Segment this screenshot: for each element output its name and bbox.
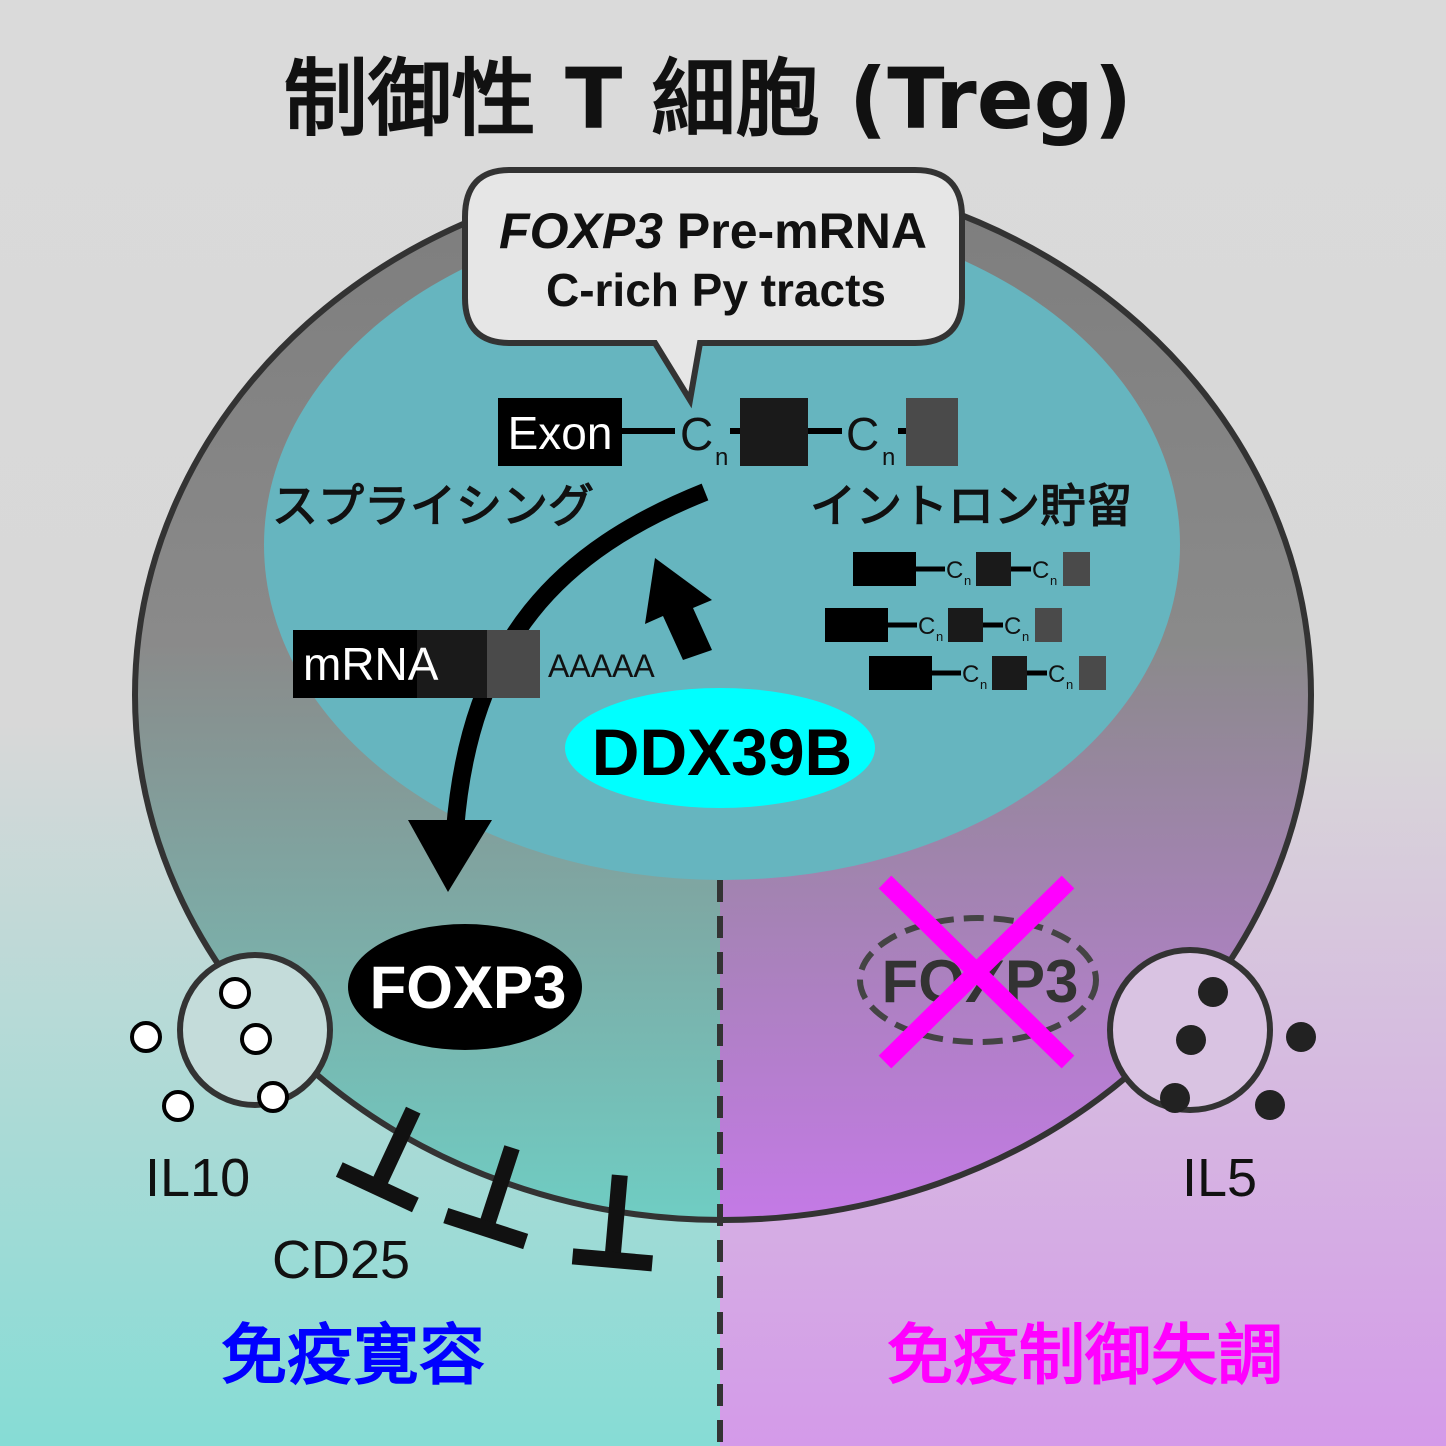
exon-block	[1079, 656, 1106, 690]
polya-tail-label: AAAAA	[548, 648, 655, 684]
c-label: C	[962, 661, 979, 688]
cd25-receptors	[335, 1106, 653, 1272]
exon-block	[992, 656, 1027, 690]
exon-2-block	[740, 398, 808, 466]
n-label: n	[980, 677, 987, 692]
foxp3-label: FOXP3	[370, 954, 567, 1021]
cd25-label: CD25	[272, 1230, 410, 1290]
exon-block	[825, 608, 888, 642]
il10-label: IL10	[145, 1148, 250, 1208]
exon-block	[976, 552, 1011, 586]
exon-block	[869, 656, 932, 690]
speech-bubble: FOXP3 Pre-mRNA C-rich Py tracts	[462, 167, 965, 409]
n-label: n	[1022, 629, 1029, 644]
splicing-arrow	[446, 483, 709, 831]
svg-text:FOXP3 Pre-mRNA: FOXP3 Pre-mRNA	[499, 203, 927, 259]
c-label: C	[1004, 613, 1021, 640]
il10-secreted	[130, 977, 289, 1122]
foxp3-protein	[348, 924, 582, 1050]
intron-retention-label: イントロン貯留	[810, 479, 1132, 533]
immune-tolerance-label: 免疫寛容	[221, 1317, 485, 1394]
n-label: n	[1050, 573, 1057, 588]
c-label: C	[1048, 661, 1065, 688]
c-label: C	[946, 557, 963, 584]
bubble-gene-name: FOXP3	[499, 203, 663, 259]
c-label: C	[1032, 557, 1049, 584]
exon-block	[948, 608, 983, 642]
mrna-label: mRNA	[303, 638, 439, 690]
il5-secreted	[1160, 977, 1316, 1120]
exon-label: Exon	[508, 407, 613, 459]
n-label: n	[882, 444, 895, 471]
mrna: mRNA AAAAA	[293, 630, 655, 698]
n-label: n	[1066, 677, 1073, 692]
bubble-pre-mrna: Pre-mRNA	[663, 203, 927, 259]
immune-dysregulation-label: 免疫制御失調	[887, 1317, 1283, 1394]
pre-mrna-gene: Exon C n C n	[498, 398, 958, 471]
n-label: n	[964, 573, 971, 588]
c-label: C	[846, 408, 879, 460]
exon-block	[1063, 552, 1090, 586]
page-title: 制御性 T 細胞 (Treg)	[284, 50, 1132, 148]
ddx39b-action-arrow	[645, 558, 712, 660]
c-label: C	[680, 408, 713, 460]
ddx39b-label: DDX39B	[592, 715, 852, 789]
cross-mark-icon	[878, 875, 1075, 1069]
exon-block	[853, 552, 916, 586]
n-label: n	[715, 444, 728, 471]
exon-block	[1035, 608, 1062, 642]
exon-3-block	[906, 398, 958, 466]
foxp3-absent: FOXP3	[857, 875, 1099, 1069]
ddx39b-protein	[565, 688, 875, 808]
nucleus	[264, 210, 1180, 880]
splicing-label: スプライシング	[272, 479, 594, 533]
splicing-arrowhead	[408, 820, 492, 892]
n-label: n	[936, 629, 943, 644]
c-label: C	[918, 613, 935, 640]
il5-label: IL5	[1182, 1148, 1257, 1208]
bubble-subtitle: C-rich Py tracts	[546, 264, 886, 316]
